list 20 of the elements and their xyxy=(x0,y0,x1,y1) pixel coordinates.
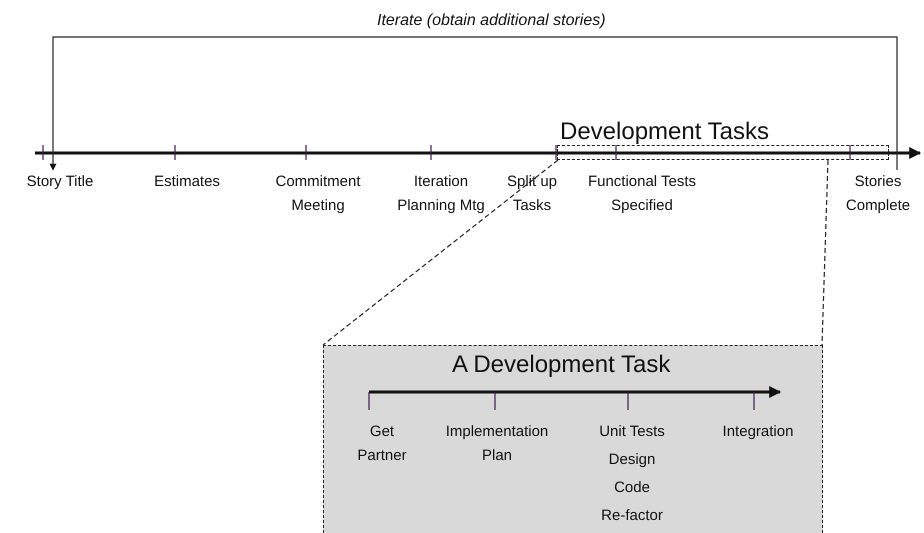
step-label: Get Partner xyxy=(356,422,408,466)
panel-heading: A Development Task xyxy=(452,351,670,379)
step-label: Integration xyxy=(722,422,794,442)
zoom-line xyxy=(821,160,829,346)
step-label: Re-factor xyxy=(600,506,664,526)
step-label: Code xyxy=(613,478,651,498)
milestone-label: Stories Complete xyxy=(842,170,914,218)
step-label: Design xyxy=(608,450,656,470)
zoom-line xyxy=(322,160,558,346)
milestone-label: Story Title xyxy=(5,170,115,194)
milestone-label: Estimates xyxy=(153,172,221,192)
group-heading: Development Tasks xyxy=(560,118,769,146)
detail-panel xyxy=(323,345,823,533)
milestone-label: Iteration Planning Mtg xyxy=(396,172,486,216)
milestone-label: Commitment Meeting xyxy=(274,172,362,216)
milestone-label: Split up Tasks xyxy=(506,172,558,216)
step-label: Implementation Plan xyxy=(444,422,550,466)
loop-arrow xyxy=(50,36,898,171)
milestone-label: Functional Tests Specified xyxy=(587,172,697,216)
step-label: Unit Tests xyxy=(598,422,666,442)
